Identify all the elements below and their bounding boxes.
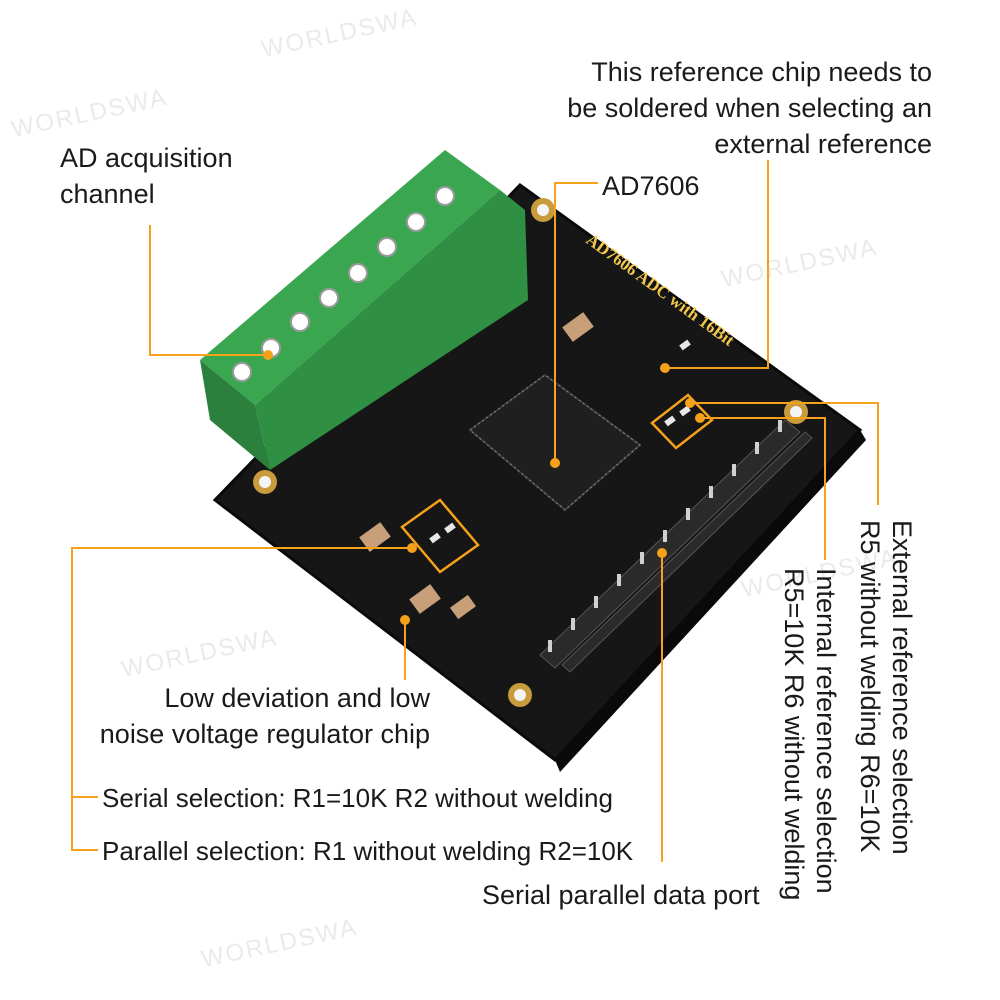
screw	[290, 312, 310, 332]
screw	[435, 186, 455, 206]
label-ad-channel: AD acquisition channel	[60, 143, 233, 209]
screw	[319, 288, 339, 308]
callout-ad-channel	[149, 225, 268, 356]
callout-external-ref	[690, 402, 879, 505]
label-reference-chip: This reference chip needs to be soldered…	[567, 57, 932, 159]
callout-internal-ref	[700, 417, 826, 560]
label-data-port: Serial parallel data port	[482, 880, 760, 910]
label-chip-name: AD7606	[602, 171, 700, 201]
screw	[348, 263, 368, 283]
capacitor	[449, 594, 477, 620]
pcb-edge	[555, 430, 866, 772]
capacitor	[359, 522, 391, 552]
callout-ad7606	[554, 182, 598, 463]
screw	[232, 362, 252, 382]
highlight-r5-r6	[650, 393, 714, 450]
header-pins	[548, 420, 782, 652]
capacitor	[409, 584, 441, 614]
capacitor	[562, 312, 594, 342]
screw	[406, 212, 426, 232]
terminal-block	[200, 150, 528, 470]
callout-serial-parallel	[71, 547, 412, 851]
label-internal-reference: Internal reference selection R5=10K R6 w…	[779, 568, 841, 901]
label-regulator: Low deviation and low noise voltage regu…	[99, 683, 430, 749]
highlight-r1-r2	[400, 498, 480, 574]
label-serial-selection: Serial selection: R1=10K R2 without weld…	[102, 783, 613, 813]
callout-ref-chip	[665, 160, 769, 369]
screw	[377, 237, 397, 257]
callout-lines	[71, 160, 879, 862]
label-external-reference: External reference selection R5 without …	[855, 520, 917, 855]
label-parallel-selection: Parallel selection: R1 without welding R…	[102, 836, 634, 866]
pin-header	[539, 419, 813, 673]
callout-dots	[263, 350, 705, 625]
